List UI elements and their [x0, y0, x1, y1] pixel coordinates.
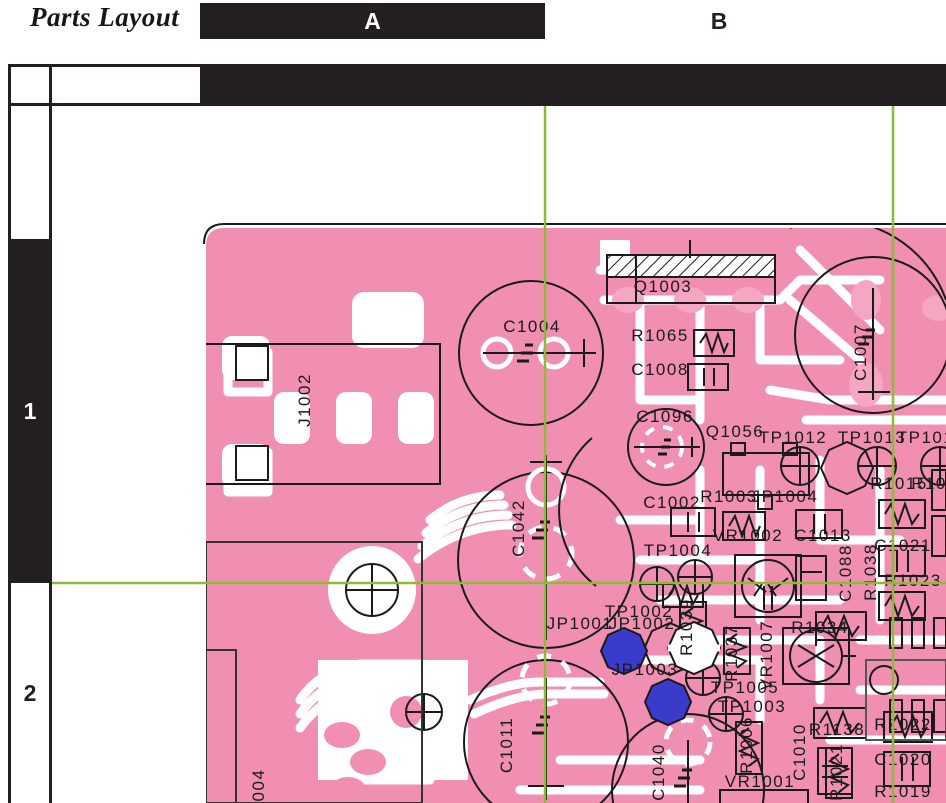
silk-label-tp1012: TP1012 [759, 428, 828, 447]
silk-label-r1003: R1003 [700, 487, 758, 506]
component-capacitors [670, 363, 931, 795]
silk-label-r1034: R1034 [791, 618, 849, 637]
silk-label-tp1013: TP1013 [838, 428, 907, 447]
silk-label-jp1001: JP1001 [547, 614, 614, 633]
silk-label-r1021: R1021 [827, 743, 846, 801]
silk-label-j1002: J1002 [295, 373, 314, 427]
component-trimmers [719, 554, 856, 803]
silk-label-jp1004: JP1004 [752, 487, 819, 506]
silk-label-r1017: R1017 [911, 474, 946, 493]
column-header-blank [52, 67, 200, 103]
silk-label-r1038: R1038 [861, 543, 880, 601]
silk-label-c1004: C1004 [503, 317, 561, 336]
silk-label-r1039: R1039 [677, 598, 696, 656]
silk-label-r1037: R1037 [722, 624, 741, 682]
silk-label-tp1004: TP1004 [644, 541, 713, 560]
silk-label-q1056: Q1056 [706, 422, 765, 441]
silk-label-tp1005: TP1005 [711, 678, 780, 697]
silk-label-c1020: C1020 [874, 750, 932, 769]
silk-label-vr1002: VR1002 [713, 526, 783, 545]
silk-label-q1003: Q1003 [634, 277, 693, 296]
silk-label-vr1001: VR1001 [725, 772, 795, 791]
mounting-holes [345, 563, 443, 731]
row-header-1: 1 [11, 239, 49, 583]
silk-label-c1011: C1011 [497, 717, 516, 773]
silk-label-r1019: R1019 [874, 782, 932, 801]
component-q1003 [606, 240, 776, 304]
silk-label-r1138: R1138 [809, 720, 865, 739]
silk-label-c1040: C1040 [649, 743, 668, 801]
board-arcs [558, 228, 946, 587]
component-c1004 [458, 280, 604, 426]
component-resistors [662, 329, 933, 799]
silk-label-c1008: C1008 [631, 360, 689, 379]
column-header-b: B [545, 3, 893, 39]
silk-label-tp1002: TP1002 [605, 602, 674, 621]
jumper-jp1002 [599, 626, 649, 676]
component-c1007 [794, 256, 946, 414]
silk-label-r1065: R1065 [631, 326, 689, 345]
silk-label-vr1007: VR1007 [757, 620, 776, 690]
silk-label-c1021: C1021 [874, 536, 932, 555]
silk-label-jp1003: JP1003 [612, 660, 679, 679]
silk-label-c1096: C1096 [636, 407, 694, 426]
silk-label-r1006: R1006 [737, 716, 756, 774]
right-connector-pins [865, 617, 946, 741]
component-vr1001 [719, 789, 809, 803]
silk-label-c1010: C1010 [790, 723, 809, 781]
page-title: Parts Layout [30, 2, 180, 32]
silk-label-c1004b: 004 [249, 769, 268, 802]
component-j1002 [206, 343, 441, 485]
silk-label-r1023: R1023 [884, 571, 942, 590]
silk-label-c1002: C1002 [643, 493, 701, 512]
silk-label-c1042: C1042 [509, 499, 528, 557]
silk-label-c1013: C1013 [794, 526, 852, 545]
grid-column-divider [49, 64, 52, 803]
silk-label-c1007: C1007 [851, 323, 870, 381]
silk-label-r1015: R1015 [870, 474, 928, 493]
jumper-wires [599, 620, 722, 727]
grid-corner-cell [11, 67, 49, 103]
component-q1056 [722, 442, 810, 510]
alignment-guides [52, 106, 946, 803]
row-header-blank [11, 106, 49, 239]
silk-label-jp1002: JP1002 [609, 614, 676, 633]
silk-label-tp1003: TP1003 [718, 697, 787, 716]
row-header-2: 2 [11, 583, 49, 803]
silk-label-c1088: C1088 [836, 544, 855, 602]
jumper-jp1003 [643, 677, 693, 727]
pcb-pads [222, 240, 630, 803]
component-vr1002 [734, 554, 802, 618]
column-header-a: A [200, 3, 545, 39]
component-c1096 [627, 408, 705, 486]
silk-label-tp1016: TP1016 [897, 428, 946, 447]
column-header-end [893, 67, 946, 103]
silk-label-r1022: R1022 [874, 715, 932, 734]
